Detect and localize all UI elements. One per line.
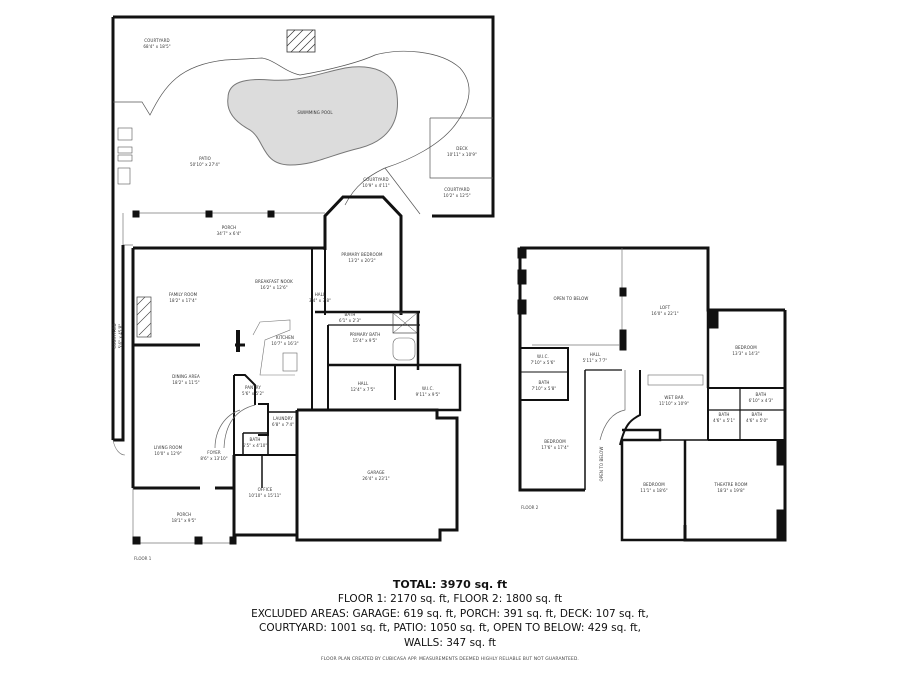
excluded-areas-line-2: COURTYARD: 1001 sq. ft, PATIO: 1050 sq. … bbox=[259, 622, 641, 634]
disclaimer: FLOOR PLAN CREATED BY CUBICASA APP. MEAS… bbox=[321, 657, 579, 662]
total-area: TOTAL: 3970 sq. ft bbox=[392, 578, 508, 591]
floor-2-plan bbox=[517, 246, 787, 542]
room-label: SWIMMING POOL bbox=[297, 110, 333, 115]
floor-2-label: FLOOR 2 bbox=[521, 505, 539, 510]
walls-area-line: WALLS: 347 sq. ft bbox=[403, 636, 497, 649]
floor-1-plan bbox=[111, 15, 495, 545]
excluded-areas-line-1: EXCLUDED AREAS: GARAGE: 619 sq. ft, PORC… bbox=[251, 607, 649, 620]
floor-1-label: FLOOR 1 bbox=[134, 556, 152, 561]
room-label: OPEN TO BELOW bbox=[553, 296, 589, 301]
room-label: W.I.C.7'10" x 5'6" bbox=[530, 354, 556, 365]
floors-area-line: FLOOR 1: 2170 sq. ft, FLOOR 2: 1800 sq. … bbox=[337, 593, 563, 605]
room-label: OPEN TO BELOW bbox=[599, 446, 604, 482]
room-label: W.I.C.9'11" x 9'5" bbox=[415, 386, 441, 397]
area-summary: TOTAL: 3970 sq. ft FLOOR 1: 2170 sq. ft,… bbox=[0, 578, 900, 662]
total-value: 3970 bbox=[440, 578, 471, 591]
